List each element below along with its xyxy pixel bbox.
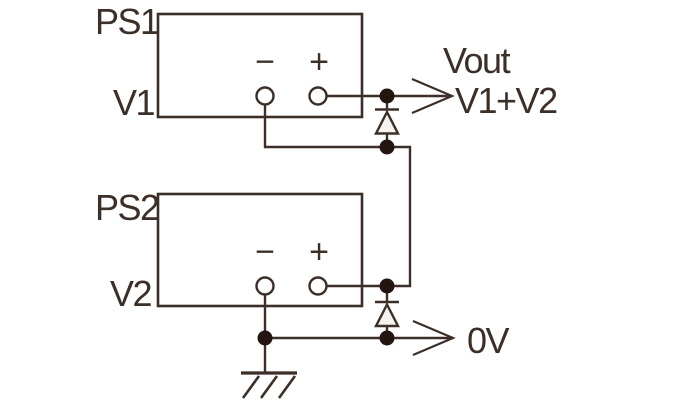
wires <box>263 94 453 372</box>
ps1-minus-terminal-icon <box>255 86 275 106</box>
ps1-plus-terminal-icon <box>308 86 328 106</box>
diode-1-icon <box>374 96 400 147</box>
diode-2-triangle <box>374 301 400 328</box>
diode-2-icon <box>374 286 400 338</box>
vout-arrow-icon <box>411 77 455 115</box>
ps2-label: PS2 <box>95 187 159 228</box>
vout-label: Vout <box>443 40 511 81</box>
junction-dot-ps2-plus <box>379 278 395 294</box>
ps1-minus-sign: − <box>255 43 275 81</box>
ps2-supply: PS2 V2 − + <box>95 187 364 314</box>
ps2-minus-sign: − <box>255 233 275 271</box>
vout-value-label: V1+V2 <box>455 80 557 121</box>
ps1-voltage-label: V1 <box>113 82 155 123</box>
diode-1-triangle <box>374 109 400 135</box>
wire-series-link <box>387 145 412 288</box>
ground-slash-1 <box>241 375 261 399</box>
ps1-label: PS1 <box>95 1 159 42</box>
junction-dot-zero-v <box>379 330 395 346</box>
earth-ground-icon <box>241 371 297 399</box>
ps2-voltage-label: V2 <box>110 273 152 314</box>
ps2-plus-sign: + <box>309 233 329 271</box>
ground-slash-2 <box>259 375 279 399</box>
ground-slash-3 <box>277 375 297 399</box>
zero-v-label: 0V <box>467 320 510 361</box>
junction-dot-vout <box>379 88 395 104</box>
ps1-supply: PS1 V1 − + <box>95 1 364 123</box>
ps1-plus-sign: + <box>309 43 329 81</box>
junction-dot-ground <box>257 330 273 346</box>
wire-ps1-minus-down <box>263 104 387 149</box>
ps1-box <box>156 12 364 119</box>
junction-dots <box>257 88 395 346</box>
ps2-box <box>156 192 364 308</box>
ps2-minus-terminal-icon <box>255 276 275 296</box>
junction-dot-mid <box>379 139 395 155</box>
zero-v-arrow-icon <box>412 319 456 357</box>
ps2-plus-terminal-icon <box>308 276 328 296</box>
